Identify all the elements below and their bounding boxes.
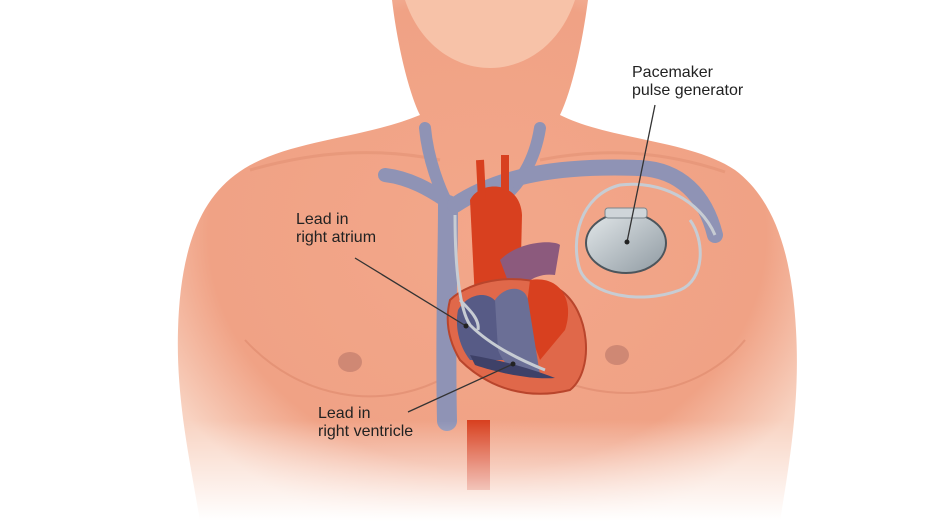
right-nipple — [605, 345, 629, 365]
atrium-label-line1: Lead in — [296, 211, 349, 228]
pacemaker-label-line1: Pacemaker — [632, 64, 713, 81]
ventricle-lead-label: Lead in right ventricle — [318, 405, 413, 441]
ventricle-label-line1: Lead in — [318, 405, 371, 422]
pacemaker-label-line2: pulse generator — [632, 82, 744, 99]
pointer-lines — [354, 104, 656, 413]
atrium-label-line2: right atrium — [296, 229, 377, 246]
pacemaker-leads — [453, 182, 717, 372]
chin — [405, 0, 575, 68]
left-nipple — [338, 352, 362, 372]
pacemaker-label: Pacemaker pulse generator — [632, 64, 743, 100]
atrium-lead-label: Lead in right atrium — [296, 211, 376, 247]
ventricle-label-line2: right ventricle — [318, 423, 414, 440]
